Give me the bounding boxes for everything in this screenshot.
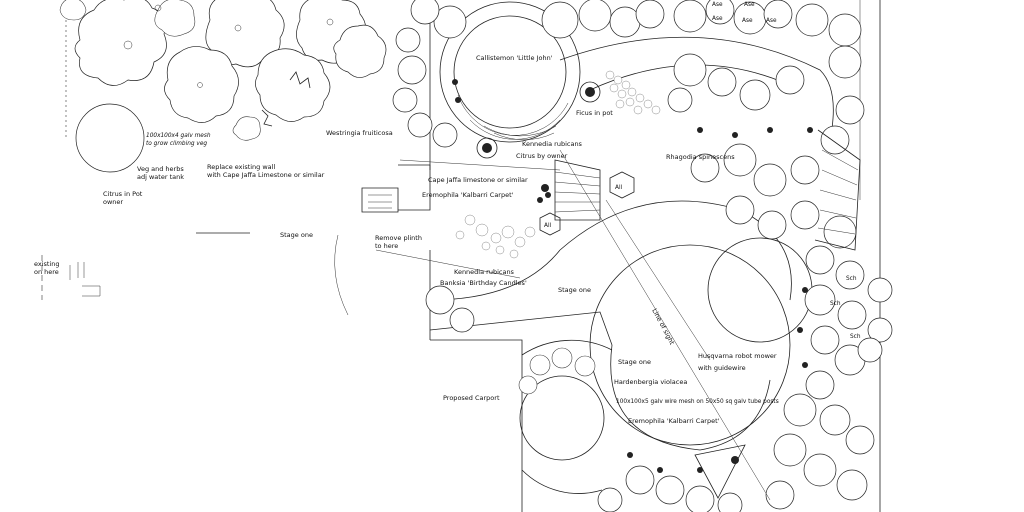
eremophila-low-label: Eremophila 'Kalbarri Carpet' — [628, 417, 720, 425]
husqvarna-label-line1: Husqvarna robot mower — [698, 352, 777, 360]
callistemon-circle-bed — [439, 1, 581, 143]
citrus-owner-label: Citrus by owner — [516, 152, 568, 160]
callistemon-label: Callistemon 'Little John' — [476, 54, 553, 62]
sch-label-2: Sch — [830, 301, 841, 307]
cape-jaffa-label: Cape Jaffa limestone or similar — [428, 176, 528, 184]
sight-lines — [559, 149, 771, 501]
planter-hexagons: All All — [476, 81, 635, 236]
banksia-label: Banksia 'Birthday Candles' — [440, 279, 527, 287]
all-label-2: All — [544, 223, 552, 229]
mesh-low-label: 100x100x5 galv wire mesh on 50x50 sq gal… — [616, 399, 779, 405]
line-of-sight-label: Line of sight — [650, 307, 676, 346]
stage-one-left-label: Stage one — [280, 231, 313, 239]
stage-one-mid-label: Stage one — [558, 286, 591, 294]
stage-one-low-label: Stage one — [618, 358, 651, 366]
ase-label-1: Ase — [712, 2, 723, 8]
eremophila-top-label: Eremophila 'Kalbarri Carpet' — [422, 191, 514, 199]
gravel-pebbles — [455, 70, 661, 259]
ase-label-2: Ase — [744, 2, 755, 8]
ficus-label: Ficus in pot — [576, 109, 613, 117]
proposed-carport-label: Proposed Carport — [443, 394, 500, 402]
sch-label-3: Sch — [850, 334, 861, 340]
rhagodia-label: Rhagodia spinescens — [666, 153, 735, 161]
sch-label-1: Sch — [846, 276, 857, 282]
ase-label-4: Ase — [742, 18, 753, 24]
kennedia-mid-label: Kennedia rubicans — [454, 268, 515, 276]
triangle-bed — [694, 444, 746, 499]
existing-large-trees-left — [59, 0, 387, 173]
species-code-labels: Ase Ase Ase Ase Ase Sch Sch Sch — [712, 2, 861, 340]
westringia-label: Westringia fruiticosa — [326, 129, 393, 137]
shrub-planting-right — [392, 0, 893, 512]
ase-label-3: Ase — [712, 16, 723, 22]
husqvarna-label-line2: with guidewire — [698, 364, 746, 372]
carport-circle-bed — [519, 339, 613, 494]
dark-shrubs — [452, 79, 813, 473]
steps — [554, 129, 861, 251]
left-boundary — [41, 0, 250, 300]
hardenbergia-label: Hardenbergia violacea — [614, 378, 687, 386]
kennedia-top-label: Kennedia rubicans — [522, 140, 583, 148]
all-label-1: All — [615, 185, 623, 191]
ase-label-5: Ase — [766, 18, 777, 24]
